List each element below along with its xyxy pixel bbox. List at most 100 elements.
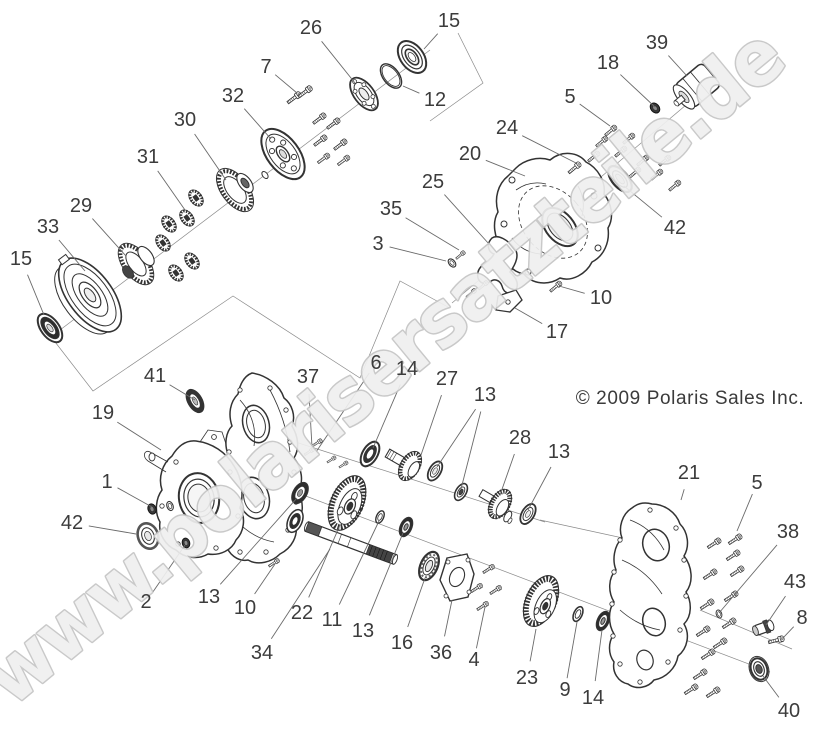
reverse-gear bbox=[478, 488, 513, 524]
callout-label: 13 bbox=[198, 586, 220, 608]
leader-line bbox=[321, 41, 356, 84]
leader-line bbox=[558, 285, 585, 294]
callout-label: 13 bbox=[352, 620, 374, 642]
callout-label: 22 bbox=[291, 602, 313, 624]
callout-label: 15 bbox=[10, 248, 32, 270]
callout-labels: 1526712323031293315391852420253534210176… bbox=[10, 10, 808, 722]
drive-gear bbox=[522, 575, 560, 627]
leader-line bbox=[423, 33, 439, 50]
planet-carrier bbox=[260, 127, 306, 181]
leader-line bbox=[460, 411, 482, 490]
copyright-notice: © 2009 Polaris Sales Inc. bbox=[576, 388, 805, 409]
callout-label: 42 bbox=[664, 217, 686, 239]
callout-label: 6 bbox=[370, 352, 381, 374]
leader-line bbox=[566, 621, 578, 679]
callout-label: 3 bbox=[372, 233, 383, 255]
leader-line bbox=[444, 599, 453, 637]
leader-line bbox=[308, 393, 313, 448]
leader-line bbox=[420, 394, 442, 456]
planetary-shaft-assembly bbox=[36, 40, 428, 344]
leader-line bbox=[368, 532, 404, 616]
bearing bbox=[36, 312, 64, 344]
leader-line bbox=[436, 408, 476, 468]
callout-label: 19 bbox=[92, 402, 114, 424]
carrier-stub bbox=[261, 170, 269, 180]
leader-line bbox=[152, 544, 186, 593]
callout-label: 41 bbox=[144, 365, 166, 387]
callout-label: 43 bbox=[784, 571, 806, 593]
bearing bbox=[291, 481, 309, 505]
o-ring bbox=[379, 63, 403, 89]
gasket-retainer bbox=[439, 553, 475, 602]
leader-line bbox=[308, 524, 341, 598]
callout-label: 27 bbox=[436, 368, 458, 390]
leader-line bbox=[680, 489, 685, 501]
callout-label: 17 bbox=[546, 321, 568, 343]
callout-label: 12 bbox=[424, 89, 446, 111]
leader-line bbox=[315, 372, 370, 453]
gear-hub bbox=[137, 245, 155, 267]
callout-label: 25 bbox=[422, 171, 444, 193]
output-flange bbox=[349, 76, 379, 112]
callout-label: 33 bbox=[37, 216, 59, 238]
seal bbox=[136, 522, 160, 550]
vent-bolt bbox=[767, 635, 786, 646]
callout-label: 42 bbox=[61, 512, 83, 534]
leader-line bbox=[405, 217, 460, 251]
leader-line bbox=[92, 218, 127, 257]
callout-label: 38 bbox=[777, 521, 799, 543]
callout-label: 30 bbox=[174, 109, 196, 131]
seal bbox=[748, 655, 770, 683]
vent-fitting bbox=[752, 619, 775, 636]
callout-label: 1 bbox=[101, 471, 112, 493]
leader-line bbox=[475, 606, 486, 649]
leader-line bbox=[736, 493, 753, 532]
leader-line bbox=[444, 194, 490, 245]
callout-label: 31 bbox=[137, 146, 159, 168]
leader-line bbox=[407, 577, 426, 628]
leader-line bbox=[765, 595, 786, 626]
bearing bbox=[519, 503, 537, 525]
washer bbox=[375, 510, 385, 524]
leader-line bbox=[579, 103, 611, 127]
callout-label: 26 bbox=[300, 17, 322, 39]
callout-label: 11 bbox=[322, 609, 343, 631]
leader-line bbox=[117, 487, 153, 508]
bearing bbox=[359, 440, 381, 468]
coupler bbox=[672, 63, 720, 110]
leader-line bbox=[514, 307, 543, 324]
washer bbox=[453, 482, 469, 502]
bearing bbox=[398, 516, 414, 538]
leader-line bbox=[402, 85, 420, 94]
leader-line bbox=[254, 563, 276, 595]
callout-label: 20 bbox=[459, 143, 481, 165]
callout-label: 13 bbox=[548, 441, 570, 463]
leader-line bbox=[782, 626, 795, 639]
callout-label: 14 bbox=[396, 358, 418, 380]
leader-line bbox=[762, 675, 780, 698]
leader-line bbox=[27, 274, 45, 316]
callout-label: 23 bbox=[516, 667, 538, 689]
leader-line bbox=[527, 466, 552, 511]
leader-line bbox=[485, 159, 526, 177]
callout-label: 18 bbox=[597, 52, 619, 74]
leader-line bbox=[117, 421, 162, 451]
callout-label: 21 bbox=[678, 462, 700, 484]
leader-line bbox=[529, 628, 537, 662]
callout-label: 28 bbox=[509, 427, 531, 449]
bearing bbox=[595, 610, 611, 632]
leader-line bbox=[157, 170, 186, 211]
callout-label: 13 bbox=[474, 384, 496, 406]
leader-line bbox=[623, 185, 663, 218]
main-gearcase-assembly bbox=[136, 372, 349, 569]
front-cover bbox=[608, 502, 692, 689]
leader-line bbox=[194, 133, 227, 181]
callout-label: 4 bbox=[468, 649, 479, 671]
leader-line bbox=[499, 453, 515, 496]
callout-label: 24 bbox=[496, 117, 518, 139]
leader-line bbox=[620, 74, 656, 108]
seal bbox=[185, 388, 205, 414]
callout-label: 39 bbox=[646, 32, 668, 54]
leader-line bbox=[718, 544, 778, 614]
